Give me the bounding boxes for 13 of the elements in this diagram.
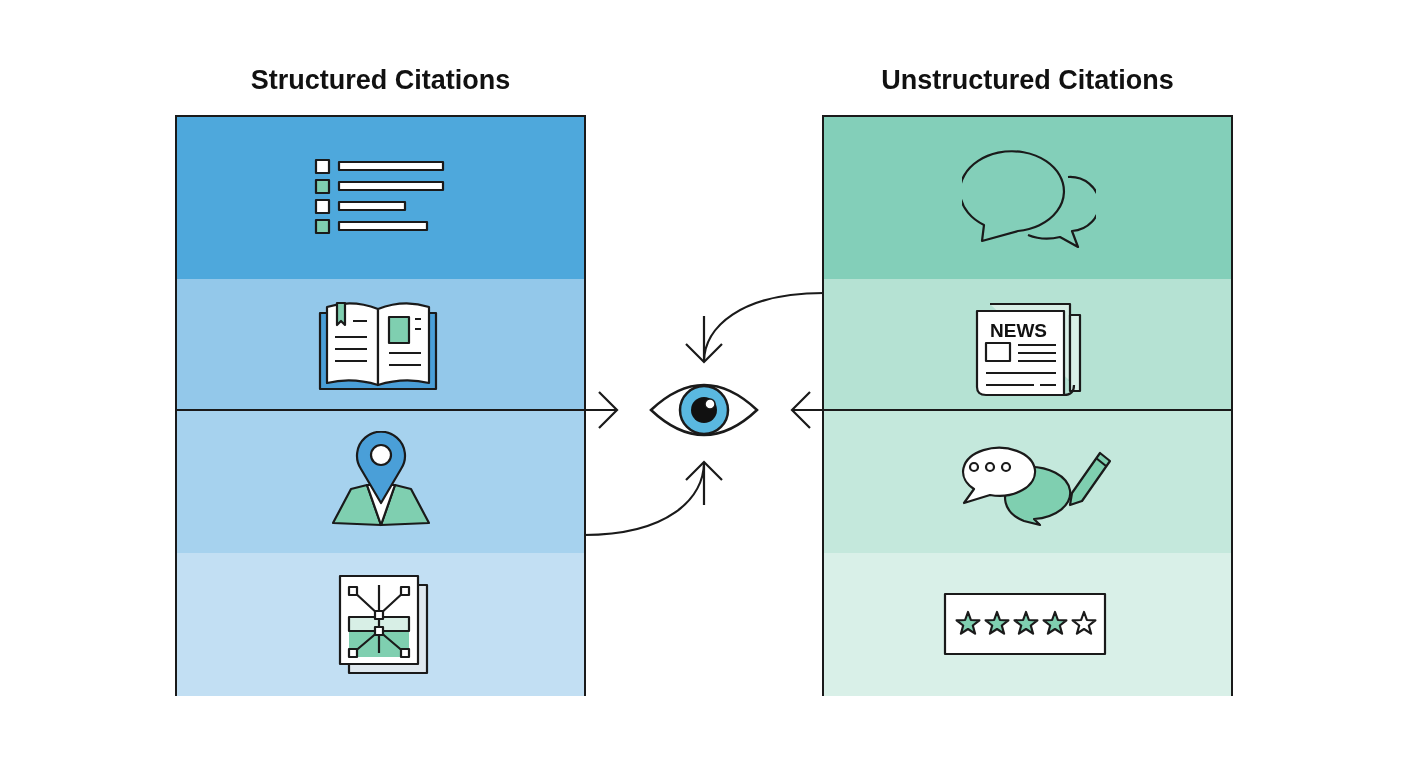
panel-band: [177, 279, 584, 411]
panel-band: [177, 553, 584, 696]
arrow: [790, 390, 1233, 430]
panel-band: [177, 411, 584, 553]
headline-text: NEWS: [990, 321, 1047, 340]
arrow: [175, 390, 619, 430]
panel-band: [824, 411, 1231, 553]
panel-title: Structured Citations: [249, 65, 512, 96]
panel-title: Unstructured Citations: [880, 65, 1175, 96]
panel-band: [177, 117, 584, 279]
panel-band: [824, 553, 1231, 696]
panel-band: [824, 279, 1231, 411]
panel-band: [824, 117, 1231, 279]
